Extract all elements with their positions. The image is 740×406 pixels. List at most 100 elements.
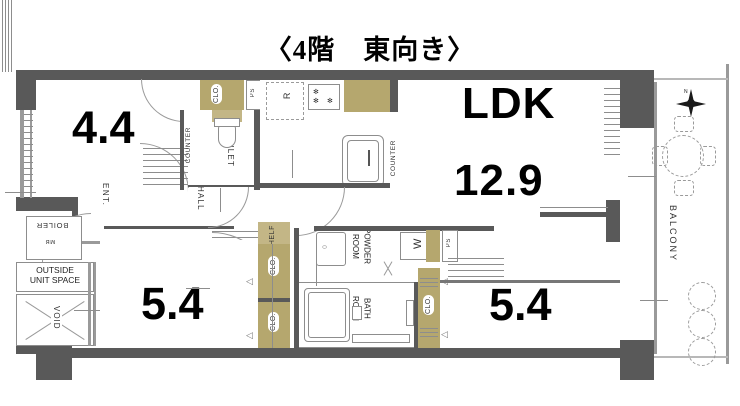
toilet-seat	[214, 118, 240, 127]
closet-kitchen-side	[200, 80, 244, 110]
room-bedroom-se	[440, 282, 620, 348]
wall-ldk-partition	[540, 212, 608, 217]
entrance-label: ENT.	[101, 183, 110, 207]
balcony-planter-3	[688, 338, 716, 366]
balcony-chair-bottom	[674, 180, 694, 196]
bath-vanity	[352, 334, 410, 343]
pipe-shaft-1-label: PS	[250, 88, 256, 98]
hatch-stair-nw	[143, 145, 188, 191]
balcony-edge-top	[654, 78, 728, 80]
closet-hall-1-label: CLO.	[268, 256, 279, 276]
hall-divider-top	[188, 184, 284, 187]
dim-tick-ldk-east	[628, 176, 656, 177]
wall-corner-bottom-right	[620, 340, 654, 380]
svg-text:N: N	[684, 89, 688, 95]
powder-room-label: POWDER ROOM	[351, 228, 372, 264]
room-bedroom-sw	[100, 240, 258, 348]
outside-unit-space-label: OUTSIDE UNIT SPACE	[29, 265, 81, 285]
void-right-rail2	[94, 262, 96, 346]
boiler-label: BOILER	[36, 221, 69, 230]
stove-burner-2: ✻	[313, 98, 320, 105]
balcony-rail-inner	[654, 82, 657, 354]
wall-closet-divider	[258, 298, 290, 302]
counter-right-label: COUNTER	[390, 140, 397, 177]
balcony-table	[662, 135, 704, 177]
door-marker-sw-1: ◁	[246, 276, 254, 286]
void-label: VOID	[51, 305, 62, 331]
wall-exterior-top	[36, 70, 634, 80]
door-marker-sw-2: ◁	[246, 330, 254, 340]
balcony-planter-1	[688, 282, 716, 310]
washer-cabinet	[426, 230, 440, 262]
dim-tick-kitchen	[292, 150, 293, 178]
wall-ldk-east-mid	[606, 200, 620, 242]
wall-exterior-bottom	[36, 348, 634, 358]
door-marker-se-1: ◁	[441, 276, 449, 286]
wall-powder-top	[314, 226, 494, 231]
shelf-unit	[258, 222, 290, 244]
area-ldk: 12.9	[454, 156, 544, 205]
dim-tick-hall	[220, 188, 221, 212]
wall-toilet-left	[180, 110, 184, 190]
hall-divider-bottom	[104, 226, 234, 229]
page-title: 〈4階 東向き〉	[264, 35, 476, 65]
ldk-label: LDK	[462, 79, 556, 128]
hatch-closet-se-bottom	[420, 326, 438, 340]
stove-burner-3: ✻	[327, 98, 334, 105]
area-bedroom-se: 5.4	[489, 279, 552, 330]
kitchen-upper-cabinet	[344, 80, 390, 112]
bathtub-inner	[308, 292, 346, 338]
dim-tick-bath	[316, 262, 317, 286]
refrigerator-label: R	[282, 92, 292, 100]
hatch-wall-nw	[24, 112, 33, 196]
window-west	[20, 110, 24, 198]
room-ldk	[398, 80, 620, 230]
room-boiler	[26, 216, 82, 260]
hatch-counter-right	[0, 0, 14, 134]
wall-kitchen-bottom	[260, 183, 390, 188]
balcony-label: BALCONY	[668, 205, 678, 263]
wall-toilet-right	[254, 110, 260, 190]
pipe-shaft-2-label: PS	[446, 238, 452, 248]
kitchen-faucet	[368, 150, 370, 166]
dim-tick-closet	[186, 288, 210, 289]
wall-corner-top-right	[620, 70, 654, 128]
hatch-ldk-partition	[540, 207, 608, 212]
wall-se-top	[440, 280, 620, 283]
dim-tick-se-east	[640, 300, 668, 301]
area-bedroom-nw: 4.4	[72, 102, 135, 153]
closet-east-label: CLO.	[423, 295, 434, 315]
counter-left-label: COUNTER	[185, 127, 192, 164]
pipe-shaft-2	[442, 230, 458, 262]
wall-bath-right	[414, 282, 419, 348]
toilet-label: TOILET	[226, 132, 235, 168]
hatch-ldk-east-window	[604, 86, 620, 158]
balcony-chair-right	[700, 146, 716, 166]
hall-label: HALL	[196, 186, 205, 211]
stove	[308, 84, 340, 110]
bath-mirror	[352, 306, 362, 320]
balcony-chair-top	[674, 116, 694, 132]
balcony-rail-outer	[726, 64, 729, 364]
compass-icon: N	[676, 89, 706, 117]
wall-exterior-left-upper	[16, 70, 36, 110]
powder-sink-basin: ⬭	[322, 245, 328, 251]
void-right-rail	[88, 262, 91, 346]
washer-label: W	[412, 238, 424, 249]
void-dim-line	[74, 310, 116, 311]
stove-burner-1: ✻	[313, 89, 320, 96]
door-marker-se-2: ◁	[441, 329, 449, 339]
wall-kitchen-top-right	[390, 80, 398, 112]
boiler-sub-label: MB	[45, 238, 56, 244]
balcony-planter-2	[688, 310, 716, 338]
closet-hall-rail	[272, 244, 273, 348]
closet-hall-2-label: CLO.	[268, 312, 279, 332]
wall-exterior-left-lower	[16, 197, 72, 211]
refrigerator-area	[266, 82, 304, 120]
powder-sink	[316, 232, 346, 266]
room-outside-unit-space	[16, 262, 94, 292]
wall-bath-left	[294, 228, 299, 348]
kitchen-sink-basin	[347, 140, 379, 182]
closet-kitchen-label: CLO.	[211, 84, 222, 104]
